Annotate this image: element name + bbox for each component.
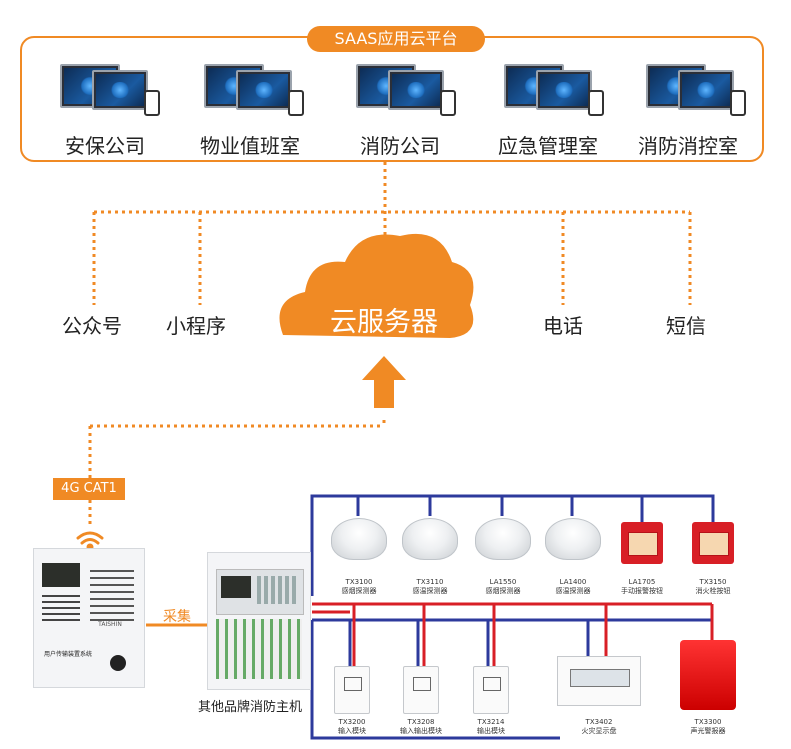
monitor-icon bbox=[388, 70, 444, 110]
client-label-fire-company: 消防公司 bbox=[360, 134, 440, 158]
network-tag: 4G CAT1 bbox=[53, 478, 125, 500]
phone-icon bbox=[730, 90, 746, 116]
device-keypad bbox=[42, 593, 80, 621]
manual-call-point-icon bbox=[621, 522, 663, 564]
up-arrow-icon bbox=[362, 356, 406, 408]
detector-code: TX3100 bbox=[345, 578, 373, 586]
device-lock bbox=[110, 655, 126, 671]
module-name: 火灾显示盘 bbox=[581, 727, 617, 735]
fire-display-panel-icon bbox=[557, 656, 641, 706]
cloud-server-label: 云服务器 bbox=[330, 307, 438, 338]
detector-code: LA1705 bbox=[628, 578, 656, 586]
panel-screen bbox=[221, 576, 251, 598]
saas-platform-title: SAAS应用云平台 bbox=[307, 26, 485, 52]
sounder-strobe-icon bbox=[680, 640, 736, 710]
device-screen bbox=[42, 563, 80, 587]
user-transmission-device: TAISHIN 用户传输装置系统 bbox=[33, 548, 145, 688]
hydrant-button-icon bbox=[692, 522, 734, 564]
detector-name: 消火栓按钮 bbox=[695, 587, 731, 595]
client-label-property-duty-room: 物业值班室 bbox=[200, 134, 300, 158]
detector-name: 感烟探测器 bbox=[341, 587, 377, 595]
monitor-icon bbox=[536, 70, 592, 110]
module-name: 输出模块 bbox=[477, 727, 505, 735]
transmitter-caption: 用户传输装置系统 bbox=[44, 651, 93, 658]
channel-wechat-official-account: 公众号 bbox=[62, 314, 122, 338]
phone-icon bbox=[588, 90, 604, 116]
output-module-icon bbox=[473, 666, 509, 714]
channel-sms: 短信 bbox=[666, 314, 706, 338]
client-label-security-company: 安保公司 bbox=[65, 134, 145, 158]
detector-name: 感温探测器 bbox=[555, 587, 591, 595]
module-code: TX3300 bbox=[694, 718, 722, 726]
client-device-2 bbox=[198, 64, 308, 134]
wifi-icon bbox=[76, 531, 104, 551]
fire-panel-caption: 其他品牌消防主机 bbox=[198, 700, 303, 715]
input-module-icon bbox=[334, 666, 370, 714]
client-device-5 bbox=[640, 64, 750, 134]
phone-icon bbox=[440, 90, 456, 116]
module-code: TX3208 bbox=[407, 718, 435, 726]
module-code: TX3214 bbox=[477, 718, 505, 726]
module-name: 声光警报器 bbox=[690, 727, 726, 735]
monitor-icon bbox=[236, 70, 292, 110]
heat-detector-icon bbox=[402, 518, 458, 560]
detector-code: TX3150 bbox=[699, 578, 727, 586]
panel-zone-leds bbox=[216, 619, 302, 679]
detector-code: LA1400 bbox=[559, 578, 587, 586]
phone-icon bbox=[144, 90, 160, 116]
smoke-detector-icon bbox=[331, 518, 387, 560]
detector-name: 感温探测器 bbox=[412, 587, 448, 595]
module-name: 输入模块 bbox=[338, 727, 366, 735]
detector-name: 感烟探测器 bbox=[485, 587, 521, 595]
transmitter-brand: TAISHIN bbox=[98, 621, 122, 628]
client-device-1 bbox=[54, 64, 164, 134]
channel-mini-program: 小程序 bbox=[166, 314, 226, 338]
io-module-icon bbox=[403, 666, 439, 714]
module-code: TX3200 bbox=[338, 718, 366, 726]
client-device-4 bbox=[498, 64, 608, 134]
monitor-icon bbox=[92, 70, 148, 110]
display-window bbox=[570, 669, 630, 687]
detector-code: LA1550 bbox=[489, 578, 517, 586]
detector-code: TX3110 bbox=[416, 578, 444, 586]
cloud-icon bbox=[279, 233, 474, 338]
phone-icon bbox=[288, 90, 304, 116]
detector-name: 手动报警按钮 bbox=[621, 587, 663, 595]
collect-label: 采集 bbox=[163, 609, 191, 625]
module-name: 输入输出模块 bbox=[400, 727, 442, 735]
client-label-fire-control-room: 消防消控室 bbox=[638, 134, 738, 158]
client-label-emergency-room: 应急管理室 bbox=[498, 134, 598, 158]
monitor-icon bbox=[678, 70, 734, 110]
smoke-detector-icon bbox=[475, 518, 531, 560]
client-device-3 bbox=[350, 64, 460, 134]
device-indicator-list bbox=[90, 567, 134, 621]
fire-alarm-control-panel bbox=[207, 552, 311, 690]
channel-phone: 电话 bbox=[543, 314, 583, 338]
panel-buttons bbox=[257, 576, 299, 604]
heat-detector-icon bbox=[545, 518, 601, 560]
panel-upper bbox=[216, 569, 304, 615]
module-code: TX3402 bbox=[585, 718, 613, 726]
